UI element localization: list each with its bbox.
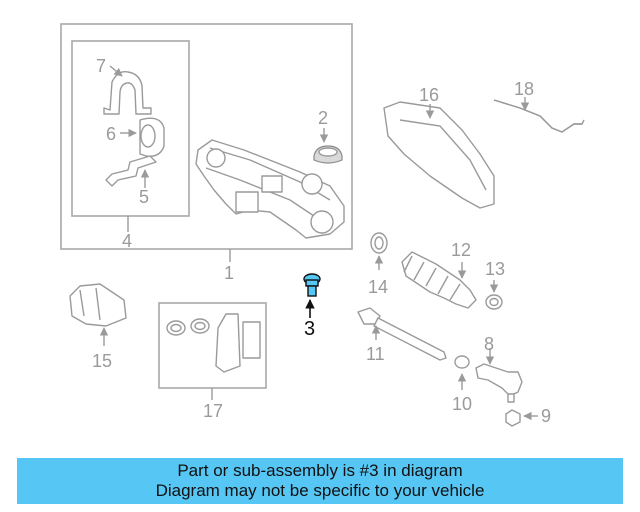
part-13-clamp[interactable] <box>485 280 503 310</box>
label-14: 14 <box>368 277 388 297</box>
label-7: 7 <box>96 56 106 76</box>
part-7-bracket[interactable] <box>103 65 152 115</box>
label-2: 2 <box>318 108 328 128</box>
label-9: 9 <box>541 406 551 426</box>
label-8: 8 <box>484 334 494 354</box>
label-5: 5 <box>139 187 149 207</box>
label-6: 6 <box>106 124 116 144</box>
label-1: 1 <box>224 263 234 283</box>
label-16: 16 <box>419 85 439 105</box>
label-18: 18 <box>514 79 534 99</box>
part-18-tube[interactable] <box>493 97 585 133</box>
banner-line-1: Part or sub-assembly is #3 in diagram <box>177 461 463 480</box>
label-15: 15 <box>92 351 112 371</box>
assembly-box-4 <box>71 40 190 217</box>
part-2-seal[interactable] <box>313 128 343 164</box>
part-5-clamp[interactable] <box>105 155 157 188</box>
part-14-clamp[interactable] <box>370 232 388 270</box>
label-11: 11 <box>366 344 385 364</box>
part-1-steering-gear[interactable] <box>195 139 345 239</box>
banner-line-2: Diagram may not be specific to your vehi… <box>155 481 485 500</box>
label-10: 10 <box>452 394 472 414</box>
part-11-tie-rod[interactable] <box>357 307 447 361</box>
part-3-bolt[interactable] <box>303 273 321 318</box>
part-15-cover[interactable] <box>69 283 127 346</box>
label-13: 13 <box>485 259 505 279</box>
label-4: 4 <box>122 231 132 251</box>
assembly-box-1 <box>60 23 353 250</box>
part-17-boot-kit[interactable] <box>158 302 267 389</box>
label-3: 3 <box>304 318 315 340</box>
info-banner: Part or sub-assembly is #3 in diagram Di… <box>17 458 623 504</box>
part-12-boot[interactable] <box>401 251 477 309</box>
part-6-bushing[interactable] <box>120 117 165 157</box>
part-9-nut[interactable] <box>505 409 538 427</box>
part-8-tie-rod-end[interactable] <box>475 348 523 403</box>
part-16-heat-shield[interactable] <box>383 101 495 209</box>
label-17: 17 <box>203 401 223 421</box>
label-12: 12 <box>451 240 471 260</box>
part-10-nut[interactable] <box>454 355 470 390</box>
